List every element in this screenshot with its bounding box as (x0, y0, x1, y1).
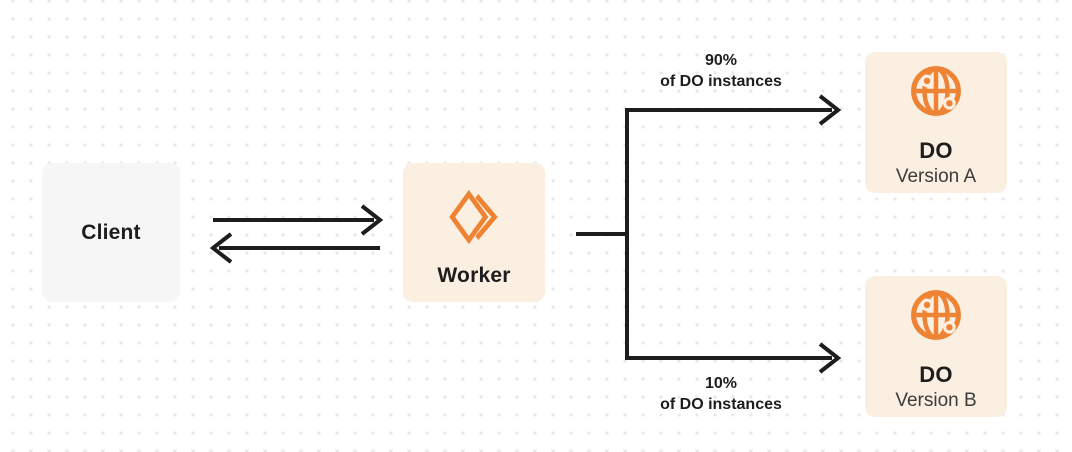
workers-chevron (475, 193, 498, 241)
do-version-b-node: DO Version B (865, 276, 1007, 417)
bottom-branch-caption: of DO instances (660, 396, 782, 413)
bottom-branch-line (625, 234, 832, 360)
durable-object-globe-icon (911, 290, 961, 340)
top-branch-label: 90% of DO instances (660, 50, 782, 92)
do-version-b-subtitle: Version B (895, 390, 977, 411)
client-node-label: Client (81, 220, 141, 244)
request-arrowhead-icon (360, 204, 384, 236)
cloudflare-workers-icon (449, 189, 498, 245)
response-arrowhead-icon (209, 232, 233, 264)
top-branch-line (625, 108, 832, 234)
worker-node: Worker (403, 163, 545, 302)
durable-object-globe-icon (911, 66, 961, 116)
bottom-branch-label: 10% of DO instances (660, 373, 782, 415)
do-version-a-node: DO Version A (865, 52, 1007, 193)
bottom-branch-percent: 10% (704, 375, 738, 392)
do-version-b-title: DO (919, 362, 953, 387)
workers-diamond-outline (449, 189, 489, 245)
top-branch-caption: of DO instances (660, 73, 782, 90)
worker-node-label: Worker (437, 264, 511, 287)
bottom-branch-arrowhead-icon (818, 342, 842, 374)
top-branch-arrowhead-icon (818, 94, 842, 126)
do-version-a-title: DO (919, 138, 953, 163)
do-version-a-subtitle: Version A (895, 166, 977, 187)
client-node: Client (42, 163, 180, 302)
top-branch-percent: 90% (704, 52, 738, 69)
